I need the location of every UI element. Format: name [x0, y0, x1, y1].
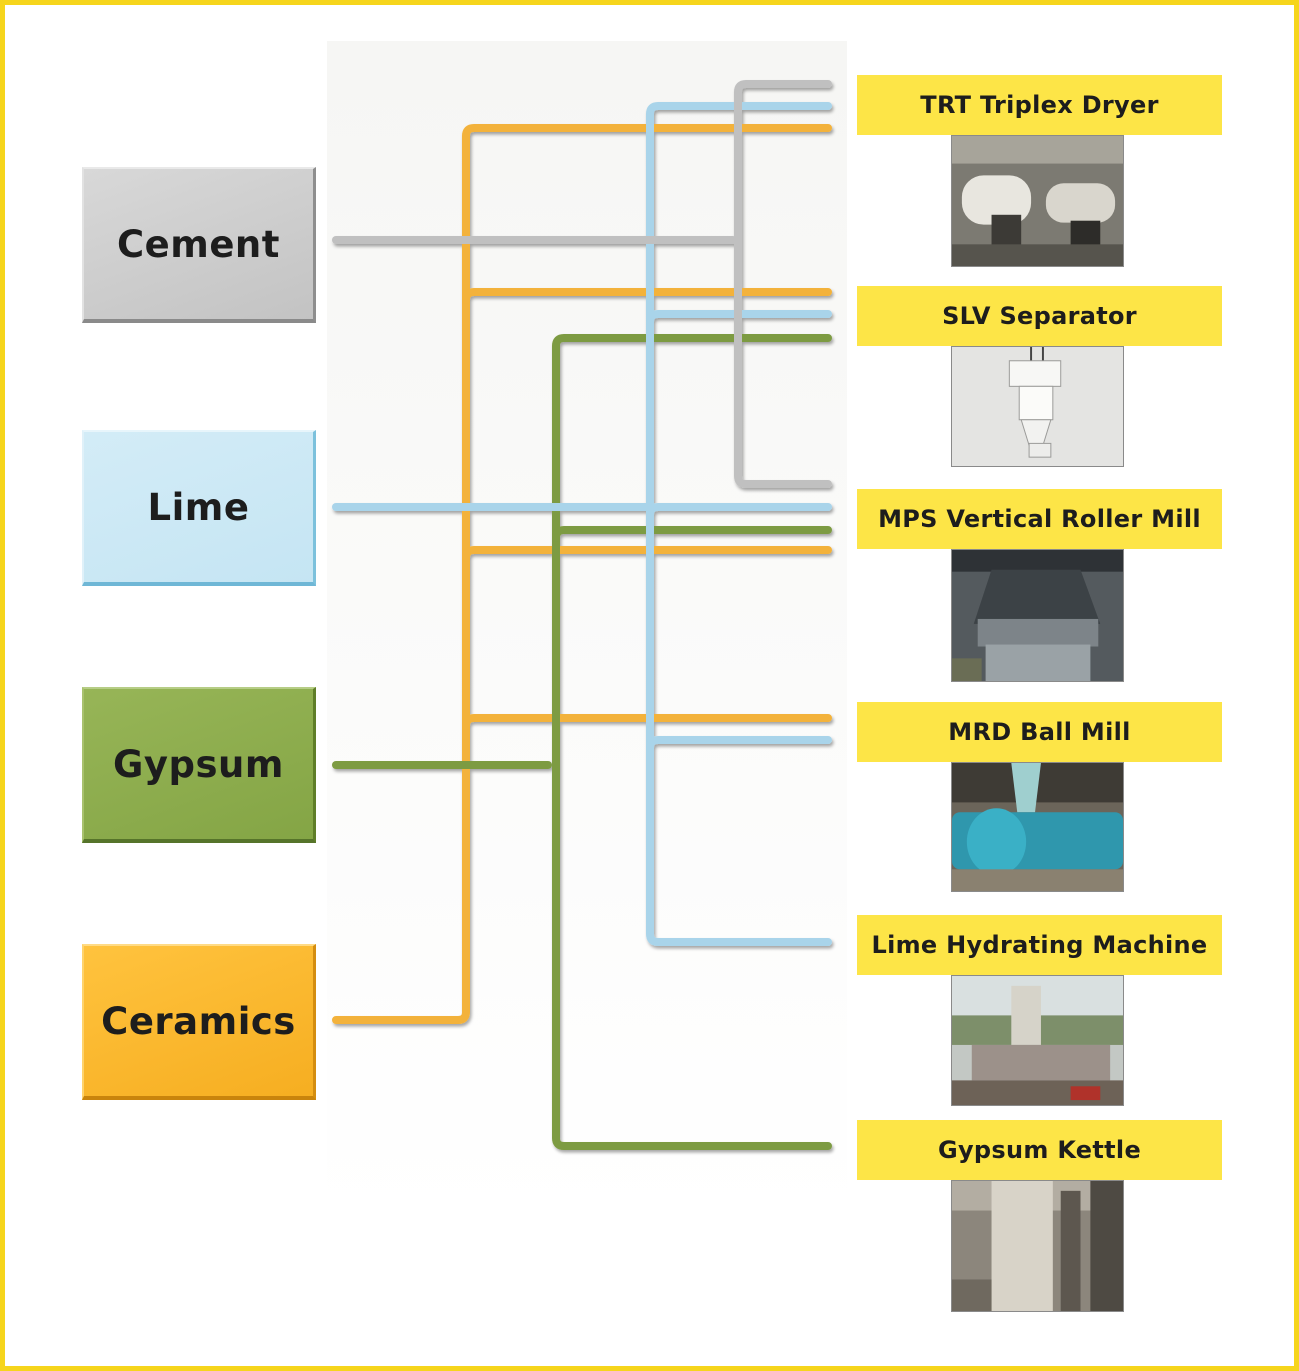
- gypsum-pipes: [332, 334, 832, 1150]
- category-lime: Lime: [82, 430, 316, 586]
- ceramics-to-mrd-pipe: [462, 714, 832, 730]
- cement-pipes: [332, 80, 832, 488]
- gypsum-to-mps-pipe: [552, 526, 832, 542]
- dryer-photo-icon: [951, 135, 1124, 267]
- category-cement: Cement: [82, 167, 316, 323]
- category-gypsum: Gypsum: [82, 687, 316, 843]
- cement-trunk-pipe: [734, 80, 832, 488]
- kettle-photo-icon: [951, 1180, 1124, 1312]
- product-label-lime-hydrating-machine: Lime Hydrating Machine: [857, 915, 1222, 975]
- category-ceramics: Ceramics: [82, 944, 316, 1100]
- gypsum-trunk-pipe: [552, 334, 832, 1150]
- separator-photo-icon: [951, 346, 1124, 467]
- roller-mill-photo-icon: [951, 549, 1124, 682]
- ceramics-pipes: [332, 124, 832, 1024]
- product-label-mps-vertical-roller-mill: MPS Vertical Roller Mill: [857, 489, 1222, 549]
- product-label-gypsum-kettle: Gypsum Kettle: [857, 1120, 1222, 1180]
- lime-trunk-pipe: [646, 102, 832, 946]
- product-label-trt-triplex-dryer: TRT Triplex Dryer: [857, 75, 1222, 135]
- lime-to-mrd-pipe: [646, 736, 832, 752]
- lime-to-slv-pipe: [646, 310, 832, 326]
- ceramics-to-mps-pipe: [462, 546, 832, 562]
- ball-mill-photo-icon: [951, 762, 1124, 892]
- lime-pipes: [332, 102, 832, 946]
- hydrator-photo-icon: [951, 975, 1124, 1106]
- product-label-slv-separator: SLV Separator: [857, 286, 1222, 346]
- product-label-mrd-ball-mill: MRD Ball Mill: [857, 702, 1222, 762]
- lime-to-mps-pipe: [646, 503, 832, 519]
- ceramics-main-pipe: [332, 124, 832, 1024]
- ceramics-to-slv-pipe: [462, 288, 832, 304]
